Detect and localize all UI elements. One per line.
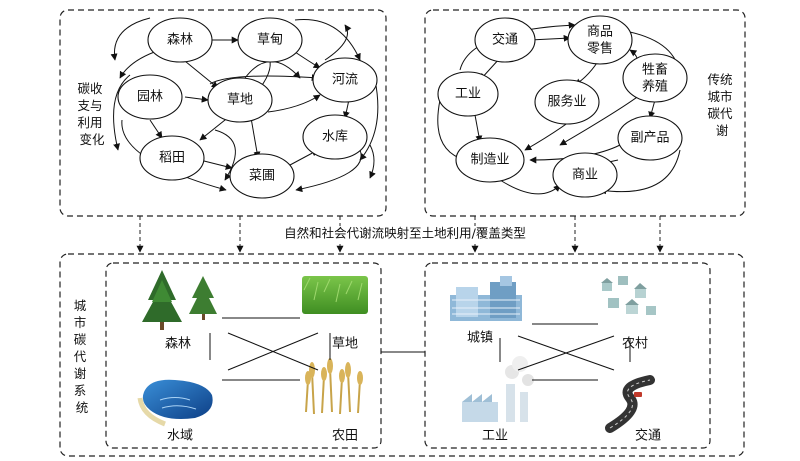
natural-carbon-panel: 碳收 支与 利用 变化 — [59, 9, 387, 217]
node-retail: 商品 零售 — [567, 15, 633, 65]
urban-panel-side-label: 传统 城市 碳代 谢 — [708, 72, 737, 138]
svg-text:商业: 商业 — [572, 168, 598, 183]
farmland-image — [305, 358, 363, 415]
label-village: 农村 — [622, 337, 648, 352]
village-image — [601, 276, 656, 315]
label-farmland: 农田 — [332, 429, 358, 444]
svg-text:商品: 商品 — [587, 25, 613, 40]
node-service: 服务业 — [534, 79, 600, 125]
label-transport: 交通 — [635, 428, 661, 444]
node-grass-field: 草甸 — [237, 17, 303, 63]
mapping-arrows — [136, 216, 664, 253]
svg-text:菜圃: 菜圃 — [249, 169, 275, 184]
node-garden: 园林 — [117, 74, 183, 120]
node-forest: 森林 — [147, 17, 213, 63]
node-commerce: 商业 — [552, 152, 618, 198]
svg-text:养殖: 养殖 — [642, 79, 668, 95]
mapping-banner: 自然和社会代谢流映射至土地利用/覆盖类型 — [284, 226, 526, 241]
water-image — [137, 379, 213, 427]
label-grassland: 草地 — [332, 337, 358, 352]
industry-image — [462, 356, 534, 422]
node-reservoir: 水库 — [302, 114, 368, 160]
node-manufacturing: 制造业 — [455, 137, 525, 183]
natural-panel-side-label: 碳收 支与 利用 变化 — [78, 81, 107, 147]
urban-carbon-panel: 传统 城市 碳代 谢 交通 商品 — [424, 9, 746, 217]
label-forest: 森林 — [165, 337, 191, 352]
transport-image — [605, 375, 655, 433]
urban-land-cover-panel: 城镇 农村 工业 交通 — [424, 262, 711, 449]
svg-text:园林: 园林 — [137, 90, 163, 105]
node-industry: 工业 — [437, 71, 499, 117]
node-transport: 交通 — [474, 17, 536, 63]
system-panel-side-label: 城 市 碳 代 谢 系 统 — [74, 298, 91, 415]
node-livestock: 牲畜 养殖 — [622, 53, 688, 103]
natural-cover-links — [209, 317, 331, 381]
svg-text:稻田: 稻田 — [159, 151, 185, 166]
svg-text:草甸: 草甸 — [257, 33, 283, 48]
label-industry: 工业 — [482, 429, 508, 444]
label-town: 城镇 — [467, 331, 493, 346]
svg-text:森林: 森林 — [167, 33, 193, 48]
svg-text:副产品: 副产品 — [630, 131, 669, 146]
node-byproduct: 副产品 — [617, 115, 683, 161]
svg-text:河流: 河流 — [332, 73, 358, 88]
grassland-image — [302, 276, 368, 314]
town-image — [450, 276, 522, 321]
node-grassland: 草地 — [207, 77, 273, 123]
svg-text:牲畜: 牲畜 — [642, 62, 668, 78]
svg-text:工业: 工业 — [455, 87, 481, 102]
svg-text:制造业: 制造业 — [470, 153, 509, 168]
label-water: 水域 — [167, 429, 193, 444]
natural-land-cover-panel: 森林 草地 水域 农田 — [105, 262, 382, 449]
node-vegetable-garden: 菜圃 — [229, 153, 295, 199]
svg-text:零售: 零售 — [587, 41, 613, 57]
forest-image — [142, 270, 217, 330]
natural-flow-arrows — [110, 17, 379, 193]
svg-text:水库: 水库 — [322, 129, 348, 145]
urban-carbon-system-panel: 城 市 碳 代 谢 系 统 — [59, 253, 745, 457]
urban-cover-links — [499, 323, 631, 381]
node-paddy: 稻田 — [139, 135, 205, 181]
svg-text:交通: 交通 — [492, 32, 518, 48]
svg-text:服务业: 服务业 — [547, 94, 586, 110]
node-river: 河流 — [312, 57, 378, 103]
svg-text:草地: 草地 — [227, 93, 253, 108]
